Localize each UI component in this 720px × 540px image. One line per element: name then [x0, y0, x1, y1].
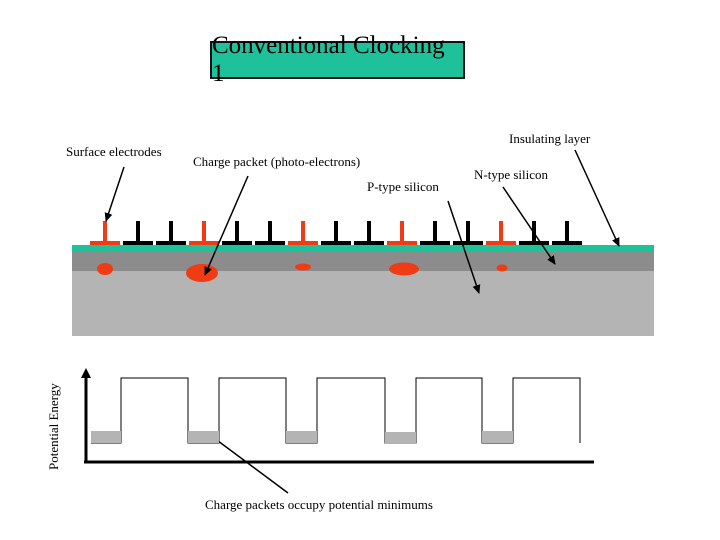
charge-packet [97, 263, 113, 275]
potential-packet [482, 431, 513, 443]
electrode-stem [367, 221, 371, 242]
electrode-plate [519, 241, 549, 245]
electrode-active-plate [288, 241, 318, 245]
electrode-plate [255, 241, 285, 245]
electrode-stem [466, 221, 470, 242]
electrode-stem [268, 221, 272, 242]
arrow-insulating-layer [574, 149, 620, 247]
insulating-layer [72, 245, 654, 252]
potential-packet [385, 432, 416, 444]
electrode-active-plate [189, 241, 219, 245]
charge-packet [186, 264, 218, 282]
electrode-active-stem [202, 221, 206, 242]
electrode-stem [169, 221, 173, 242]
electrode-plate [156, 241, 186, 245]
electrode-stem [136, 221, 140, 242]
electrode-stem [433, 221, 437, 242]
n-type-silicon-layer [72, 252, 654, 271]
electrode-active-plate [90, 241, 120, 245]
electrode-stem [235, 221, 239, 242]
y-axis-arrowhead [81, 368, 91, 378]
label-n-type-silicon: N-type silicon [474, 167, 549, 182]
electrode-active-stem [301, 221, 305, 242]
electrode-plate [222, 241, 252, 245]
electrode-plate [123, 241, 153, 245]
arrow-surface-electrodes [104, 166, 125, 222]
electrode-stem [532, 221, 536, 242]
potential-packet [188, 431, 219, 443]
arrow-potential-minimums [209, 434, 289, 494]
electrode-plate [321, 241, 351, 245]
potential-packet [286, 431, 317, 443]
electrode-active-plate [486, 241, 516, 245]
title-box: Conventional Clocking 1 [210, 32, 465, 87]
label-surface-electrodes: Surface electrodes [66, 144, 162, 159]
arrow-n-type-silicon [502, 186, 556, 265]
electrode-plate [552, 241, 582, 245]
label-potential-minimums: Charge packets occupy potential minimums [205, 497, 433, 512]
p-type-silicon-layer [72, 270, 654, 336]
charge-packet [295, 263, 311, 271]
label-charge-packet: Charge packet (photo-electrons) [193, 154, 361, 169]
page-title: Conventional Clocking 1 [212, 32, 445, 87]
arrow-charge-packet [204, 175, 249, 276]
electrode-active-plate [387, 241, 417, 245]
electrode-stem [565, 221, 569, 242]
electrode-plate [354, 241, 384, 245]
electrode-active-stem [499, 221, 503, 242]
label-insulating-layer: Insulating layer [509, 131, 591, 146]
arrow-p-type-silicon [447, 200, 481, 294]
label-p-type-silicon: P-type silicon [367, 179, 439, 194]
electrode-stem [334, 221, 338, 242]
electrode-plate [420, 241, 450, 245]
electrode-row [90, 221, 582, 245]
potential-packet [91, 431, 121, 443]
charge-packet [496, 264, 508, 272]
electrode-active-stem [400, 221, 404, 242]
electrode-active-stem [103, 221, 107, 242]
electrode-plate [453, 241, 483, 245]
charge-packet [389, 262, 419, 276]
